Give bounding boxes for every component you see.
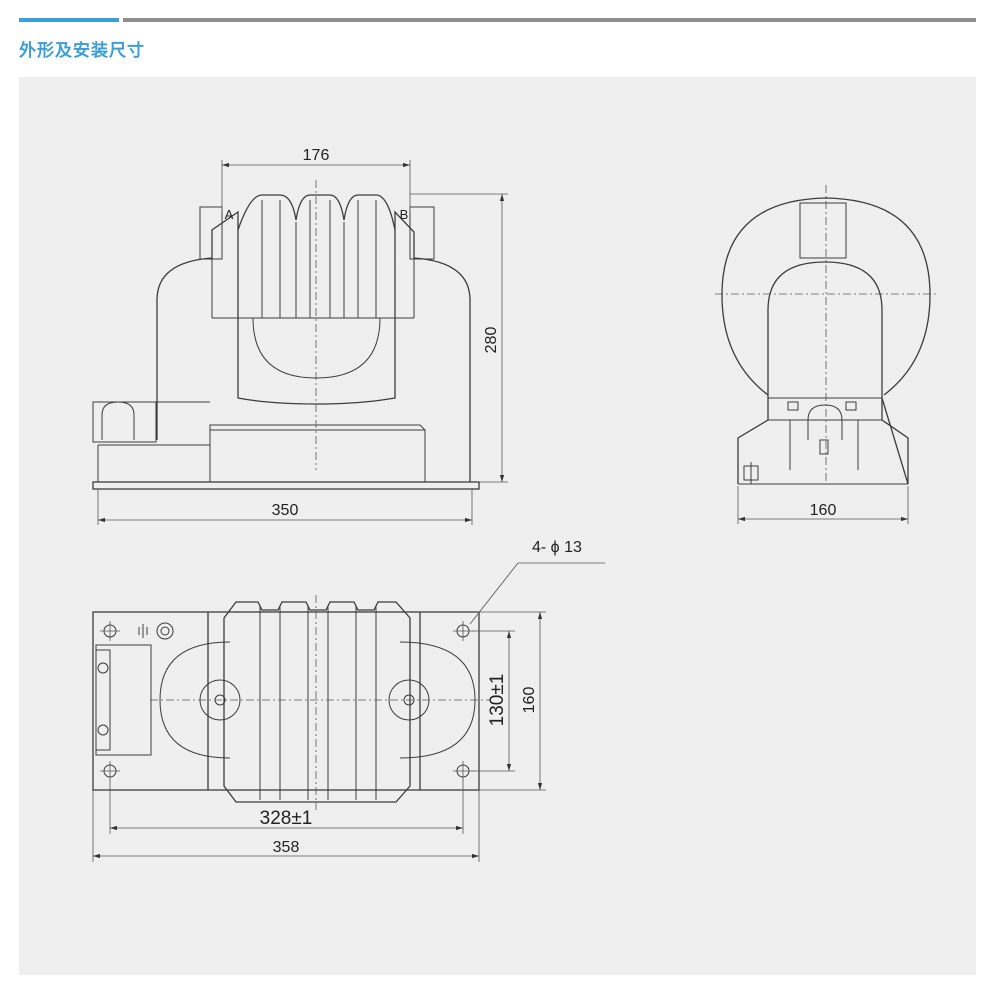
terminal-label-a: A: [225, 207, 234, 222]
dim-top-width-total: 160: [521, 687, 538, 714]
dim-top-width-inner: 130±1: [487, 674, 508, 727]
dim-top-length-total: 358: [273, 839, 300, 856]
dim-mounting-holes: 4- ϕ 13: [532, 539, 582, 556]
side-view: 160: [715, 185, 937, 524]
dim-front-height: 280: [483, 327, 500, 354]
dim-front-width-base: 350: [272, 502, 299, 519]
terminal-label-b: B: [400, 207, 409, 222]
drawing-panel: [19, 77, 976, 975]
header-divider-line: [123, 18, 976, 22]
dim-front-width-top: 176: [303, 147, 330, 164]
header-accent-bar: [19, 18, 119, 22]
top-view: 4- ϕ 13 130±1 160 328±1 358: [92, 539, 605, 862]
dim-top-length-inner: 328±1: [260, 808, 313, 829]
front-view: 176 A B 280 350: [92, 147, 508, 525]
dim-side-width-base: 160: [810, 502, 837, 519]
section-title: 外形及安装尺寸: [19, 41, 145, 61]
